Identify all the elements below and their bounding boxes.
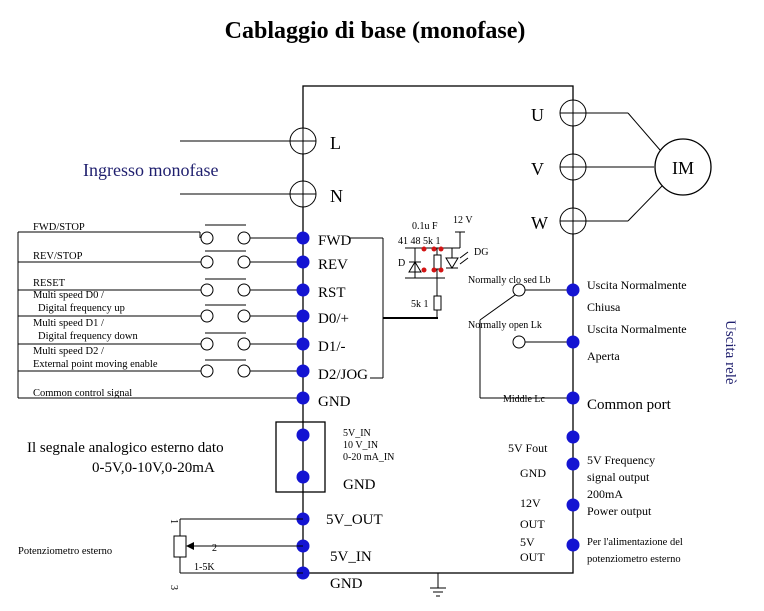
relay-middle: Middle Lc — [503, 394, 545, 405]
common-terminal-label: GND — [318, 394, 351, 410]
pot-gnd: GND — [330, 576, 363, 592]
pot-pin3: 3 — [168, 585, 179, 590]
input-rev-signal: REV/STOP — [33, 251, 83, 262]
input-rev-terminal: REV — [318, 257, 348, 273]
analog-connector-box — [275, 421, 326, 493]
terminal-u-label: U — [531, 105, 544, 125]
aux-outputs: 5V Fout GND 5V Frequency signal output 1… — [508, 430, 683, 565]
internal-circuit: 0.1u F 12 V 41 48 5k 1 DG D 5k 1 — [350, 215, 488, 379]
pot-pin1: 1 — [168, 519, 179, 524]
potentiometer: 5V_OUT 5V_IN GND Potenziometro esterno 1… — [18, 512, 383, 592]
diagram-title: Cablaggio di base (monofase) — [225, 18, 526, 44]
input-d2-signal-2: External point moving enable — [33, 359, 158, 370]
power-out-pin1: 12V — [520, 496, 541, 510]
terminal-w-label: W — [531, 213, 548, 233]
relay-no-label-2: Aperta — [587, 349, 620, 363]
terminal-l — [289, 127, 317, 155]
relay-nc-label-2: Chiusa — [587, 300, 621, 314]
input-rst-terminal: RST — [318, 285, 346, 301]
input-d2-signal: Multi speed D2 / — [33, 346, 104, 357]
pot-pin2: 2 — [212, 543, 217, 554]
terminal-l-label: L — [330, 133, 341, 153]
pot-supply-desc2: potenziometro esterno — [587, 554, 681, 565]
input-fwd-signal: FWD/STOP — [33, 222, 85, 233]
power-out-desc1: 200mA — [587, 487, 623, 501]
analog-title: Il segnale analogico esterno dato — [27, 440, 224, 456]
pot-5v-out: 5V_OUT — [326, 512, 383, 528]
terminal-n — [289, 180, 317, 208]
pot-supply-pin2: OUT — [520, 550, 545, 564]
w-wire-diag — [627, 185, 663, 222]
common-signal-label: Common control signal — [33, 388, 132, 399]
relay-nc-label-1: Uscita Normalmente — [587, 278, 687, 292]
relay-side-label: Uscita relè — [722, 320, 738, 385]
input-d0-signal: Multi speed D0 / — [33, 290, 104, 301]
pot-value: 1-5K — [194, 562, 215, 573]
control-inputs: FWD/STOP FWD REV/STOP REV RESET RST — [17, 222, 368, 410]
power-out-pin2: OUT — [520, 517, 545, 531]
analog-20ma-in: 0-20 mA_IN — [343, 452, 394, 463]
analog-input: Il segnale analogico esterno dato 0-5V,0… — [27, 421, 394, 493]
relay-no-label-1: Uscita Normalmente — [587, 322, 687, 336]
analog-10v-in: 10 V_IN — [343, 440, 378, 451]
input-common: Common control signal GND — [18, 388, 351, 410]
pot-5v-in: 5V_IN — [330, 549, 372, 565]
motor-symbol — [654, 138, 712, 196]
circuit-cap-label: 0.1u F — [412, 221, 438, 232]
terminal-v-label: V — [531, 159, 544, 179]
circuit-dg-label: DG — [474, 247, 488, 258]
input-rev: REV/STOP REV — [18, 250, 348, 273]
input-rst-signal: RESET — [33, 278, 66, 289]
circuit-d-label: D — [398, 258, 405, 269]
input-fwd-terminal: FWD — [318, 233, 352, 249]
input-d0: Multi speed D0 / Digital frequency up D0… — [18, 290, 349, 327]
input-d1-signal-2: Digital frequency down — [38, 331, 138, 342]
relay-no-contact: Normally open Lk — [468, 320, 542, 331]
input-d2-terminal: D2/JOG — [318, 367, 368, 383]
freq-out-desc1: 5V Frequency — [587, 453, 655, 467]
freq-out-pin2: GND — [520, 466, 546, 480]
power-input: L N Ingresso monofase — [83, 127, 343, 208]
terminal-n-label: N — [330, 186, 343, 206]
circuit-12v-label: 12 V — [453, 215, 473, 226]
input-rst: RESET RST — [18, 278, 346, 301]
input-d0-signal-2: Digital frequency up — [38, 303, 125, 314]
circuit-pins-label: 41 48 5k 1 — [398, 236, 441, 247]
input-d1-signal: Multi speed D1 / — [33, 318, 104, 329]
u-wire-diag — [627, 112, 661, 151]
motor-output: U V W IM — [531, 99, 712, 235]
analog-5v-in: 5V_IN — [343, 428, 371, 439]
motor-label: IM — [672, 158, 694, 178]
input-fwd: FWD/STOP FWD — [18, 222, 352, 249]
input-d1-terminal: D1/- — [318, 339, 346, 355]
circuit-r5k-label: 5k 1 — [411, 299, 429, 310]
freq-out-desc2: signal output — [587, 470, 650, 484]
input-d0-terminal: D0/+ — [318, 311, 349, 327]
power-out-desc2: Power output — [587, 504, 652, 518]
pot-supply-desc1: Per l'alimentazione del — [587, 537, 683, 548]
pot-supply-pin1: 5V — [520, 535, 535, 549]
input-label: Ingresso monofase — [83, 160, 218, 180]
analog-gnd: GND — [343, 477, 376, 493]
relay-common-port: Common port — [587, 397, 672, 413]
freq-out-pin1: 5V Fout — [508, 441, 548, 455]
input-d1: Multi speed D1 / Digital frequency down … — [18, 318, 346, 355]
relay-output: Normally clo sed Lb Normally open Lk Mid… — [468, 275, 738, 413]
terminal-u — [559, 99, 587, 127]
pot-label: Potenziometro esterno — [18, 546, 112, 557]
relay-nc-contact: Normally clo sed Lb — [468, 275, 550, 286]
input-d2: Multi speed D2 / External point moving e… — [18, 346, 368, 383]
terminal-v — [559, 153, 587, 181]
terminal-w — [559, 207, 587, 235]
analog-ranges: 0-5V,0-10V,0-20mA — [92, 460, 215, 476]
